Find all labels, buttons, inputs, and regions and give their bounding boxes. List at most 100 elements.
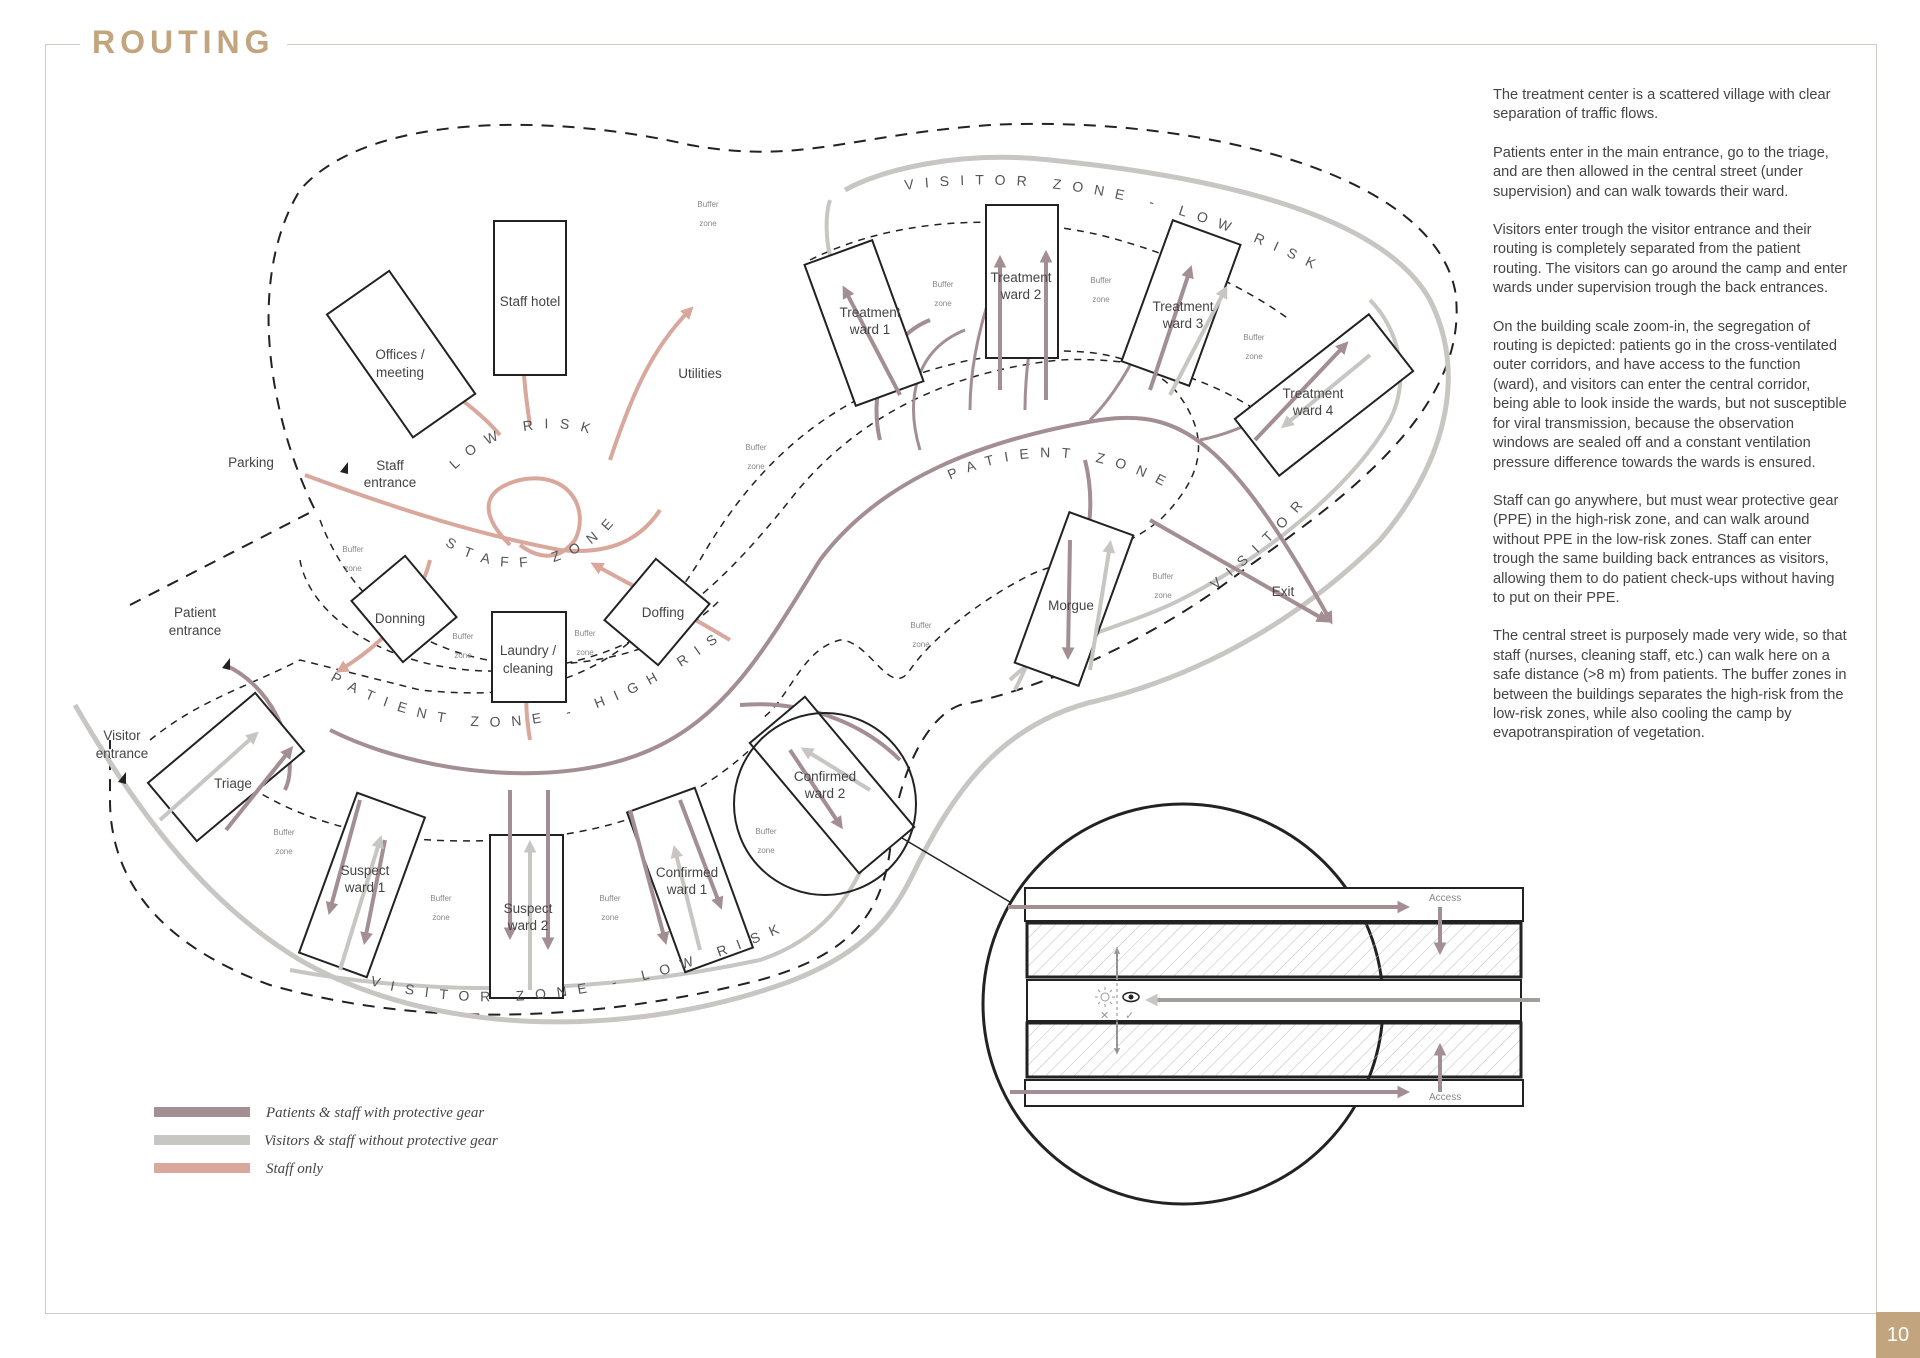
zoom-detail-content: ✕ ✓ Access Access [1008, 887, 1540, 1107]
utilities-label: Utilities [678, 366, 722, 381]
page-frame [45, 44, 1877, 1314]
offices-label-2: meeting [376, 365, 424, 380]
svg-text:Buffer: Buffer [932, 280, 954, 289]
description-paragraph-2: Patients enter in the main entrance, go … [1493, 144, 1829, 200]
svg-text:Buffer: Buffer [430, 894, 452, 903]
suspect-ward-1-label-2: ward 1 [344, 880, 386, 895]
patient-entrance-label-2: entrance [169, 623, 222, 638]
laundry-building [491, 611, 567, 703]
confirmed-ward-2-building [748, 695, 916, 875]
donning-label: Donning [375, 611, 425, 626]
doffing-building [603, 557, 711, 667]
treatment-ward-1-label-1: Treatment [839, 305, 900, 320]
svg-text:zone: zone [344, 564, 362, 573]
svg-text:Buffer: Buffer [1243, 333, 1265, 342]
visitor-entrance-marker [118, 772, 126, 784]
description-paragraph-5: Staff can go anywhere, but must wear pro… [1493, 492, 1839, 606]
site-boundary [109, 122, 1458, 1016]
page-title: ROUTING [80, 24, 287, 61]
svg-text:zone: zone [576, 648, 594, 657]
svg-text:Buffer: Buffer [1152, 572, 1174, 581]
access-bottom-label: Access [1429, 1092, 1461, 1103]
treatment-ward-4-label-1: Treatment [1282, 386, 1343, 401]
svg-text:zone: zone [601, 913, 619, 922]
lower-ring-dashed [219, 739, 761, 842]
visitor-entrance-label-2: entrance [96, 746, 149, 761]
suspect-ward-2-building [489, 834, 564, 999]
svg-text:Buffer: Buffer [599, 894, 621, 903]
doffing-label: Doffing [642, 605, 685, 620]
access-top-label: Access [1429, 893, 1461, 904]
suspect-ward-1-label-1: Suspect [341, 863, 390, 878]
treatment-ward-2-label-2: ward 2 [1000, 287, 1042, 302]
svg-text:VISITOR ZONE - LOW RISK: VISITOR ZONE - LOW RISK [903, 172, 1328, 277]
morgue-building [1013, 510, 1135, 688]
triage-label: Triage [214, 776, 252, 791]
svg-text:zone: zone [699, 219, 717, 228]
confirmed-ward-2-label-1: Confirmed [794, 769, 856, 784]
description-paragraph-3: Visitors enter trough the visitor entran… [1493, 222, 1848, 297]
svg-text:zone: zone [275, 847, 293, 856]
svg-text:zone: zone [747, 462, 765, 471]
description-paragraph-4: On the building scale zoom-in, the segre… [1493, 318, 1847, 471]
svg-text:Buffer: Buffer [697, 200, 719, 209]
svg-text:zone: zone [757, 846, 775, 855]
confirmed-ward-2-label-2: ward 2 [804, 786, 846, 801]
treatment-ward-3-label-2: ward 3 [1162, 316, 1204, 331]
description-text: The treatment center is a scattered vill… [1493, 86, 1849, 763]
cross-icon: ✕ [1100, 1009, 1109, 1022]
treatment-ward-4-label-2: ward 4 [1292, 403, 1334, 418]
ward-hatched-bottom [1025, 1021, 1523, 1079]
svg-text:zone: zone [1092, 295, 1110, 304]
svg-text:Buffer: Buffer [1090, 276, 1112, 285]
visitor-zone-top-label: VISITOR ZONE - LOW RISK [903, 172, 1317, 277]
svg-text:zone: zone [432, 913, 450, 922]
laundry-label-1: Laundry / [500, 643, 557, 658]
patient-entrance-label-1: Patient [174, 605, 216, 620]
treatment-ward-1-label-2: ward 1 [849, 322, 891, 337]
svg-text:Buffer: Buffer [910, 621, 932, 630]
treatment-ward-3-label-1: Treatment [1152, 299, 1213, 314]
triage-building [146, 691, 306, 843]
svg-text:zone: zone [454, 651, 472, 660]
staff-hotel-label: Staff hotel [500, 294, 561, 309]
svg-text:Buffer: Buffer [745, 443, 767, 452]
legend-label-staff: Staff only [266, 1161, 323, 1177]
virus-icon [1095, 987, 1115, 1007]
legend-label-patients: Patients & staff with protective gear [265, 1105, 484, 1121]
svg-text:Buffer: Buffer [574, 629, 596, 638]
svg-text:zone: zone [1245, 352, 1263, 361]
suspect-ward-2-label-2: ward 2 [507, 918, 549, 933]
staff-hotel-building [493, 220, 567, 376]
ward-ring-dashed-2 [809, 221, 1291, 321]
staff-zone-label: STAFF ZONE [443, 507, 612, 570]
staff-zone-top-label: LOW RISK [446, 415, 592, 472]
parking-label: Parking [228, 455, 274, 470]
buffer-zone-labels: Buffer zone Buffer zone Buffer zone Buffer z… [273, 200, 1265, 922]
svg-text:zone: zone [934, 299, 952, 308]
legend: Patients & staff with protective gear Vi… [154, 1105, 498, 1177]
staff-entrance-marker [340, 462, 348, 474]
morgue-label: Morgue [1048, 598, 1094, 613]
svg-text:LOW RISK: LOW RISK [446, 415, 603, 472]
treatment-ward-2-label-1: Treatment [990, 270, 1051, 285]
suspect-ward-2-label-1: Suspect [504, 901, 553, 916]
confirmed-ward-1-label-2: ward 1 [666, 882, 708, 897]
donning-building [350, 554, 458, 664]
staff-entrance-label-1: Staff [376, 458, 404, 473]
description-paragraph-6: The central street is purposely made ver… [1493, 628, 1847, 742]
exit-label: Exit [1272, 584, 1295, 599]
svg-text:Buffer: Buffer [452, 632, 474, 641]
svg-text:zone: zone [912, 640, 930, 649]
staff-entrance-label-2: entrance [364, 475, 417, 490]
check-icon: ✓ [1125, 1009, 1134, 1022]
offices-building [325, 269, 477, 439]
svg-text:Buffer: Buffer [342, 545, 364, 554]
page-number: 10 [1876, 1312, 1920, 1358]
offices-label-1: Offices / [375, 347, 425, 362]
suspect-ward-1-building [297, 791, 427, 979]
patient-entrance-marker [222, 658, 230, 670]
svg-text:Buffer: Buffer [755, 827, 777, 836]
zoom-focus-circle [733, 712, 917, 896]
